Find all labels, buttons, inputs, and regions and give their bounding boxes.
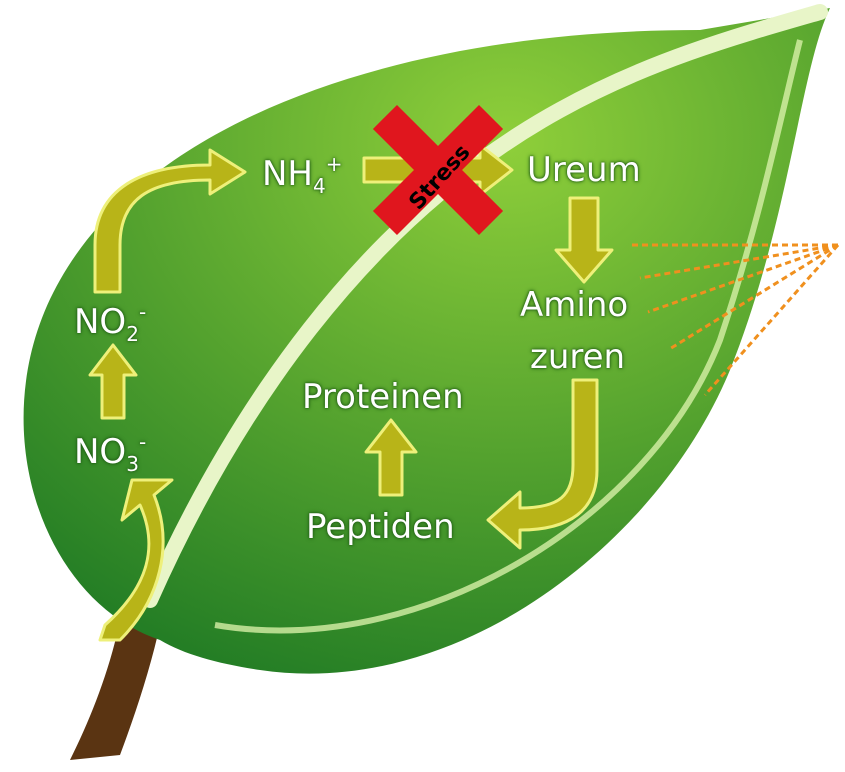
- arrow-no3-to-no2: [88, 343, 138, 420]
- arrow-stem-to-no3: [98, 478, 174, 642]
- arrow-peptiden-to-proteinen: [364, 418, 418, 497]
- arrow-ureum-to-amino: [554, 196, 614, 284]
- cycle-arrows: [88, 143, 614, 642]
- leaf-highlight: [214, 39, 803, 634]
- label-nh4: NH4+: [262, 152, 343, 198]
- label-no3: NO3-: [74, 430, 147, 476]
- label-amino-line2: zuren: [530, 337, 626, 377]
- label-no2: NO2-: [74, 300, 147, 346]
- red-x-cross-icon: [372, 104, 504, 236]
- arrow-amino-to-peptiden: [486, 378, 599, 550]
- leaf-stem: [70, 620, 160, 760]
- sun-rays-icon: [632, 243, 840, 396]
- arrow-no2-to-nh4: [93, 148, 247, 294]
- label-amino-line1: Amino: [520, 285, 629, 325]
- label-peptiden: Peptiden: [306, 507, 455, 547]
- label-ureum: Ureum: [527, 150, 641, 190]
- label-proteinen: Proteinen: [302, 377, 464, 417]
